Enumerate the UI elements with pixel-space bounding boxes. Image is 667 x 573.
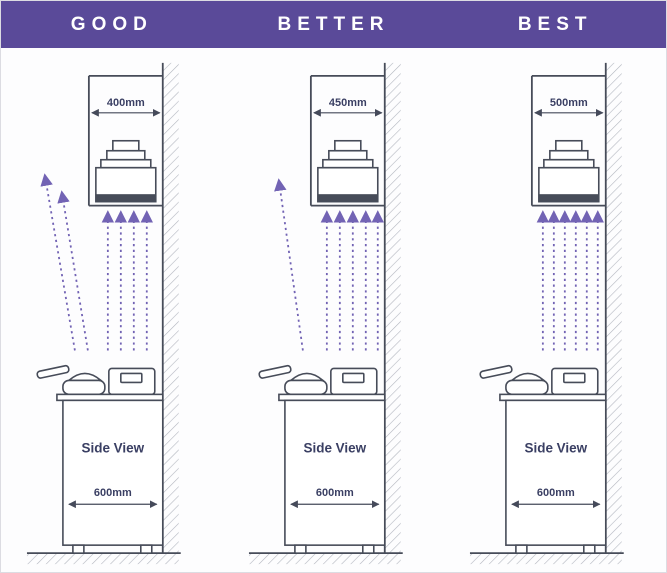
alcove bbox=[531, 74, 607, 207]
alcove bbox=[87, 74, 163, 207]
clearance-dimension-label: 500mm bbox=[550, 97, 588, 109]
cabinet-foot bbox=[583, 544, 596, 554]
side-view-label: Side View bbox=[82, 440, 145, 455]
panel-good: 400mm bbox=[1, 48, 223, 572]
wall-hatch bbox=[606, 62, 623, 554]
depth-dimension: 600mm bbox=[511, 487, 601, 509]
header-label-best: BEST bbox=[517, 13, 593, 35]
range-hood-icon bbox=[95, 139, 157, 203]
clearance-dimension: 400mm bbox=[91, 97, 161, 117]
cabinet-foot bbox=[72, 544, 85, 554]
countertop bbox=[499, 393, 607, 402]
panels-row: 400mm bbox=[1, 48, 666, 572]
depth-dimension: 600mm bbox=[68, 487, 158, 509]
depth-dimension-label: 600mm bbox=[316, 487, 354, 499]
pan-lid-icon bbox=[510, 372, 547, 382]
floor-hatch bbox=[26, 553, 179, 565]
header-bar: GOOD BETTER BEST bbox=[1, 1, 666, 48]
control-display-icon bbox=[120, 372, 143, 384]
pan-icon bbox=[505, 379, 549, 396]
floor-hatch bbox=[470, 553, 623, 565]
diagram-best: 500mm bbox=[470, 62, 625, 565]
escaped-airflow-arrow bbox=[273, 178, 304, 351]
cooktop bbox=[36, 364, 156, 396]
cabinet-foot bbox=[293, 544, 307, 554]
wall-hatch bbox=[384, 62, 401, 554]
cabinet bbox=[283, 399, 386, 546]
cabinet bbox=[505, 399, 607, 546]
clearance-dimension-label: 450mm bbox=[329, 97, 367, 109]
alcove bbox=[309, 74, 385, 207]
escaped-airflow-arrow bbox=[57, 190, 89, 351]
diagram-better: 450mm bbox=[248, 62, 403, 565]
side-view-label: Side View bbox=[303, 440, 366, 455]
cabinet bbox=[62, 399, 164, 546]
panel-better: 450mm bbox=[223, 48, 445, 572]
airflow-arrows bbox=[536, 210, 605, 351]
airflow-arrows bbox=[40, 173, 154, 351]
header-label-good: GOOD bbox=[70, 13, 153, 35]
pan-lid-icon bbox=[66, 372, 103, 382]
countertop bbox=[277, 393, 386, 402]
clearance-dimension: 450mm bbox=[312, 97, 383, 117]
depth-dimension-label: 600mm bbox=[537, 487, 575, 499]
depth-dimension: 600mm bbox=[289, 487, 380, 509]
cabinet-foot bbox=[139, 544, 153, 554]
header-label-better: BETTER bbox=[277, 13, 390, 35]
diagram-good: 400mm bbox=[26, 62, 181, 565]
control-display-icon bbox=[341, 372, 365, 384]
depth-dimension-label: 600mm bbox=[94, 487, 132, 499]
cabinet-foot bbox=[361, 544, 375, 554]
pan-icon bbox=[62, 379, 106, 396]
pan-handle-icon bbox=[479, 364, 513, 379]
range-hood-icon bbox=[316, 139, 379, 203]
countertop bbox=[56, 393, 164, 402]
control-display-icon bbox=[563, 372, 586, 384]
clearance-dimension: 500mm bbox=[534, 97, 604, 117]
pan-handle-icon bbox=[36, 364, 70, 379]
range-hood-icon bbox=[538, 139, 600, 203]
pan-icon bbox=[283, 379, 328, 396]
floor-hatch bbox=[248, 553, 401, 565]
cabinet-foot bbox=[515, 544, 529, 554]
wall-hatch bbox=[162, 62, 179, 554]
cooktop bbox=[479, 364, 599, 396]
clearance-dimension-label: 400mm bbox=[107, 97, 145, 109]
escaped-airflow-arrow bbox=[40, 173, 76, 351]
panel-best: 500mm bbox=[444, 48, 666, 572]
pan-handle-icon bbox=[258, 364, 292, 379]
side-view-label: Side View bbox=[525, 440, 588, 455]
cooktop bbox=[258, 364, 378, 396]
pan-lid-icon bbox=[288, 372, 325, 382]
